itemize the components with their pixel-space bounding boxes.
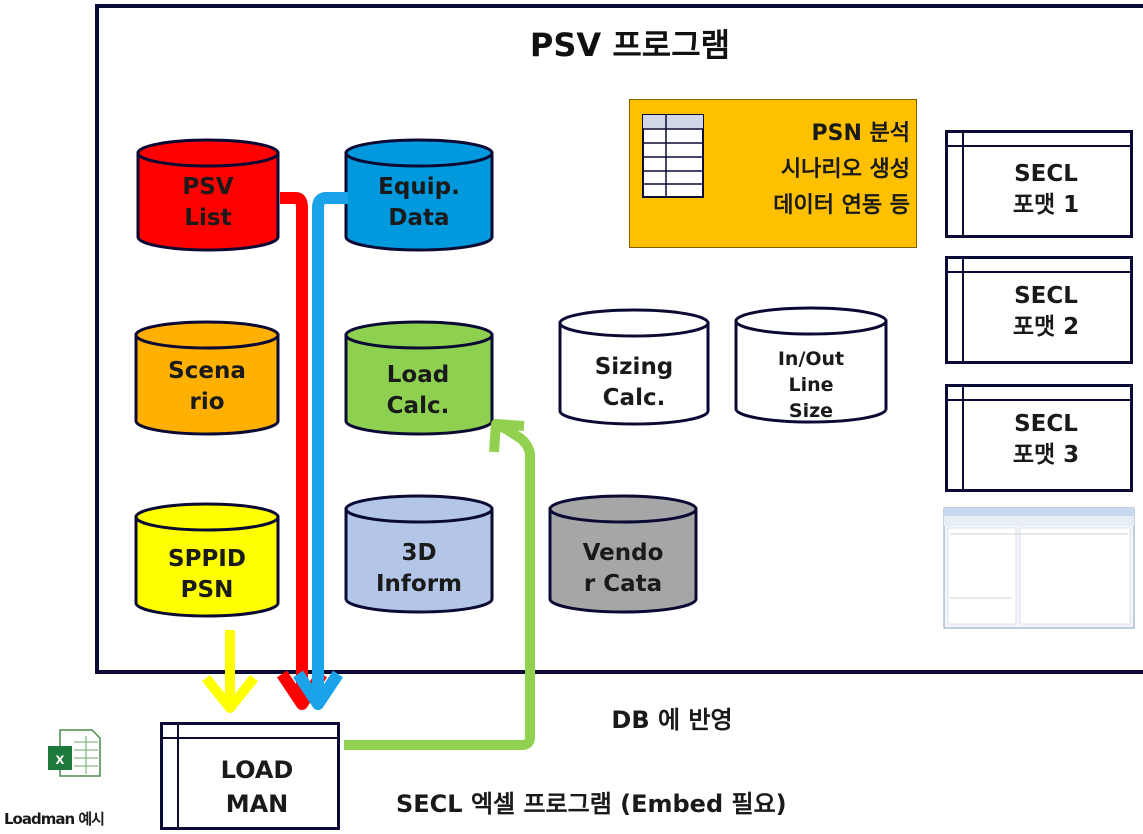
db-label-line: Data [388, 205, 450, 231]
db-label-line: Line [788, 374, 834, 396]
psv-program-frame [95, 4, 1143, 674]
secl-format-label: SECL 포맷 2 [962, 281, 1130, 343]
db-label-line: Equip. [378, 174, 460, 200]
db-scenario: Scena rio [136, 356, 278, 418]
db-label-line: PSV [182, 174, 234, 200]
loadman-line: MAN [225, 790, 289, 818]
database-cylinder-sppid-psn [134, 502, 280, 618]
db-3d-inform: 3D Inform [346, 538, 492, 600]
psn-analysis-box: PSN 분석 시나리오 생성 데이터 연동 등 [629, 99, 917, 248]
secl-format-box-1: SECL 포맷 1 [945, 130, 1133, 238]
arrow-green-line [344, 419, 535, 750]
arrow-blue-shaft [312, 192, 348, 706]
db-label-line: PSN [180, 577, 234, 603]
database-layer [134, 138, 888, 618]
excel-caption: Loadman 예시 [4, 810, 105, 828]
db-reflect-label: DB 에 반영 [611, 706, 733, 734]
psn-line: 데이터 연동 등 [773, 193, 910, 218]
arrow-layer [202, 192, 535, 750]
excel-file-icon: x [48, 729, 101, 777]
database-cylinder-scenario [134, 320, 280, 436]
db-psv-list: PSV List [140, 172, 276, 234]
db-label-line: Calc. [386, 393, 450, 419]
db-load-calc: Load Calc. [346, 360, 490, 422]
loadman-box: LOAD MAN [160, 722, 340, 830]
db-label-line: rio [189, 389, 225, 415]
secl-line: 포맷 1 [1012, 192, 1080, 218]
arrow-green-head [489, 419, 525, 453]
db-label-line: Scena [168, 358, 246, 384]
db-equip-data: Equip. Data [347, 172, 491, 234]
database-cylinder-vendor-cata [548, 494, 698, 614]
psn-line: 시나리오 생성 [780, 157, 910, 182]
database-cylinder-equip-data [344, 138, 494, 252]
psn-analysis-text: PSN 분석 시나리오 생성 데이터 연동 등 [710, 116, 910, 224]
db-label-line: Sizing [594, 354, 674, 380]
table-icon [642, 114, 704, 198]
secl-line: SECL [1014, 161, 1078, 187]
database-cylinder-sizing-calc [558, 308, 710, 426]
db-label-line: r Cata [583, 571, 663, 597]
database-cylinder-3d-inform [344, 494, 494, 614]
svg-text:x: x [56, 751, 65, 768]
page-title: PSV 프로그램 [529, 26, 731, 64]
arrow-yellow-head [202, 674, 258, 713]
loadman-line: LOAD [220, 756, 294, 784]
secl-excel-label: SECL 엑셀 프로그램 (Embed 필요) [396, 790, 787, 818]
secl-line: 포맷 3 [1012, 442, 1080, 468]
arrow-blue-head [293, 670, 343, 710]
db-label-line: SPPID [168, 546, 246, 572]
loadman-label: LOAD MAN [177, 753, 337, 821]
secl-format-box-3: SECL 포맷 3 [945, 384, 1133, 492]
db-label-line: 3D [401, 540, 437, 566]
secl-format-label: SECL 포맷 3 [962, 409, 1130, 471]
database-cylinder-load-calc [344, 320, 494, 436]
screenshot-thumbnail [943, 507, 1135, 629]
secl-format-box-2: SECL 포맷 2 [945, 256, 1133, 364]
db-inout-line-size: In/Out Line Size [737, 346, 885, 424]
db-vendor-cata: Vendo r Cata [552, 538, 694, 600]
database-cylinder-psv-list [136, 138, 280, 252]
db-label-line: Size [788, 400, 834, 422]
db-label-line: In/Out [777, 348, 845, 370]
psn-line: PSN 분석 [811, 121, 910, 146]
secl-line: 포맷 2 [1012, 314, 1080, 340]
secl-line: SECL [1014, 411, 1078, 437]
secl-format-label: SECL 포맷 1 [962, 159, 1130, 221]
db-label-line: List [184, 205, 232, 231]
arrow-red-shaft [280, 192, 308, 706]
secl-line: SECL [1014, 283, 1078, 309]
database-cylinder-inout-line [734, 306, 888, 424]
db-sizing-calc: Sizing Calc. [562, 352, 706, 414]
db-label-line: Calc. [602, 385, 666, 411]
db-label-line: Load [386, 362, 450, 388]
db-label-line: Inform [375, 571, 463, 597]
db-label-line: Vendo [582, 540, 664, 566]
db-sppid-psn: SPPID PSN [136, 544, 278, 606]
